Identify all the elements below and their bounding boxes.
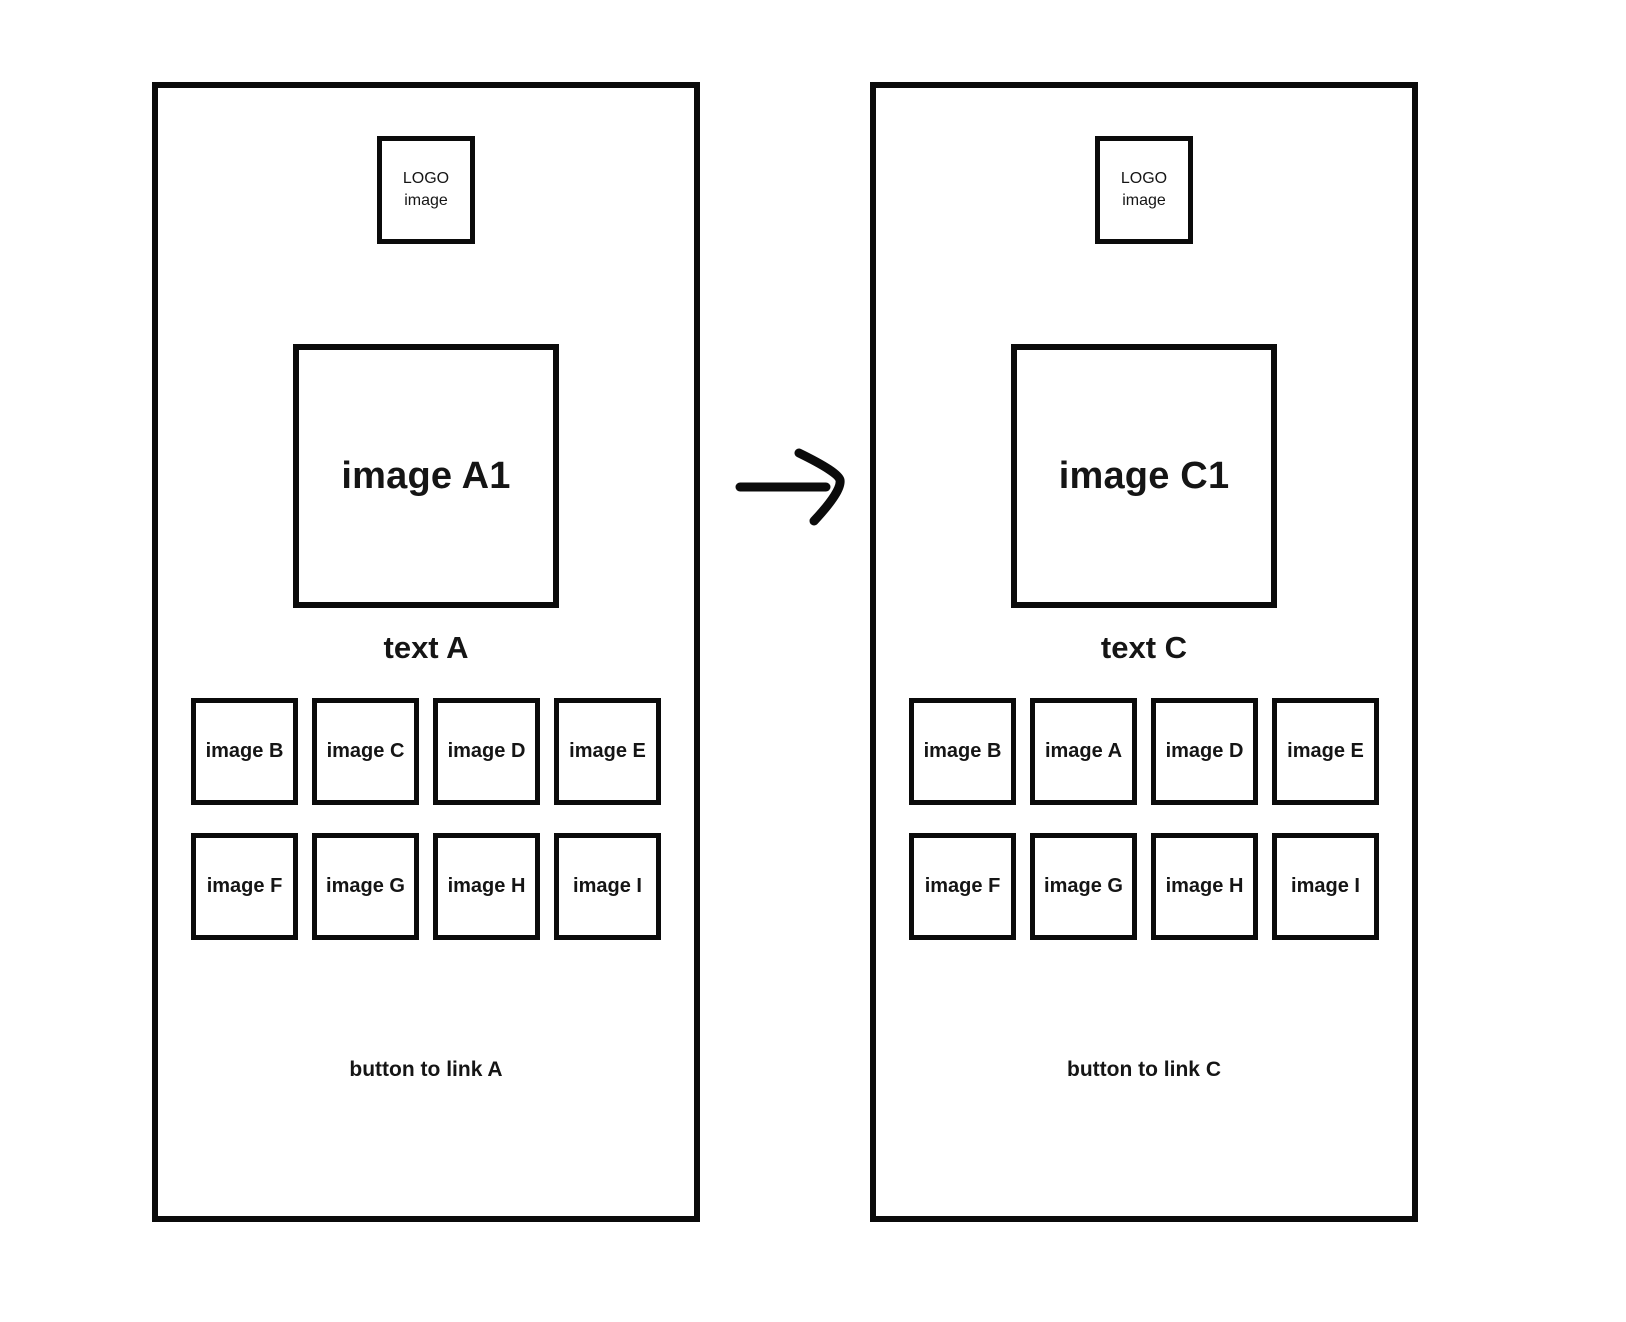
- thumbnail-grid: image B image A image D image E image F …: [909, 698, 1379, 940]
- logo-label-line2: image: [1122, 192, 1166, 209]
- thumbnail-box[interactable]: image E: [1272, 698, 1379, 805]
- thumbnail-box[interactable]: image G: [1030, 833, 1137, 940]
- logo-image-placeholder: LOGO image: [377, 136, 475, 244]
- thumbnail-box[interactable]: image G: [312, 833, 419, 940]
- thumbnail-box[interactable]: image F: [909, 833, 1016, 940]
- hero-image-label: image A1: [341, 454, 511, 497]
- button-to-link-a[interactable]: button to link A: [349, 1058, 503, 1081]
- right-arrow-icon: [735, 448, 845, 526]
- thumbnail-box[interactable]: image I: [1272, 833, 1379, 940]
- thumbnail-box[interactable]: image B: [191, 698, 298, 805]
- logo-label-line2: image: [404, 192, 448, 209]
- button-to-link-c[interactable]: button to link C: [1067, 1058, 1221, 1081]
- logo-image-placeholder: LOGO image: [1095, 136, 1193, 244]
- wireframe-screen-a: LOGO image image A1 text A image B image…: [152, 82, 700, 1222]
- hero-image-label: image C1: [1058, 454, 1230, 497]
- logo-label-line1: LOGO: [402, 169, 450, 187]
- wireframe-screen-c: LOGO image image C1 text C image B image…: [870, 82, 1418, 1222]
- thumbnail-box[interactable]: image B: [909, 698, 1016, 805]
- caption-text-a: text A: [383, 630, 469, 665]
- thumbnail-box[interactable]: image F: [191, 833, 298, 940]
- thumbnail-box[interactable]: image A: [1030, 698, 1137, 805]
- thumbnail-box[interactable]: image H: [433, 833, 540, 940]
- hero-image-placeholder-a1: image A1: [293, 344, 559, 608]
- logo-label-line1: LOGO: [1120, 169, 1168, 187]
- caption-text-c: text C: [1100, 630, 1188, 665]
- hero-image-placeholder-c1: image C1: [1011, 344, 1277, 608]
- transition-arrow: [690, 400, 880, 580]
- thumbnail-box[interactable]: image H: [1151, 833, 1258, 940]
- thumbnail-box[interactable]: image I: [554, 833, 661, 940]
- thumbnail-box[interactable]: image C: [312, 698, 419, 805]
- thumbnail-box[interactable]: image D: [1151, 698, 1258, 805]
- thumbnail-box[interactable]: image E: [554, 698, 661, 805]
- thumbnail-box[interactable]: image D: [433, 698, 540, 805]
- thumbnail-grid: image B image C image D image E image F …: [191, 698, 661, 940]
